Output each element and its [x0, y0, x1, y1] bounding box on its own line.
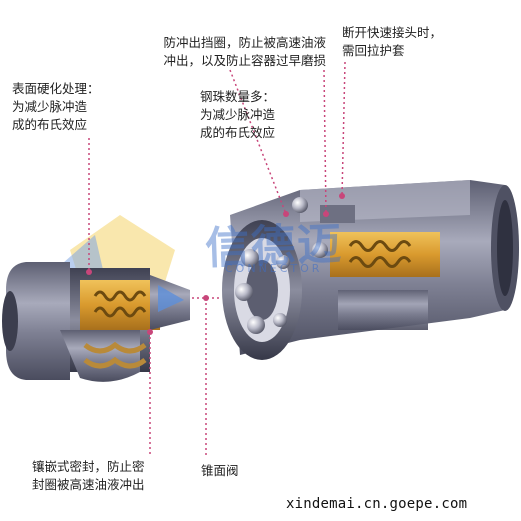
leader-dots [86, 193, 345, 335]
label-anti-flush-ring: 防冲出挡圈，防止被高速油液 冲出，以及防止容器过早磨损 [116, 34, 326, 70]
label-line: 钢珠数量多： [200, 89, 276, 104]
label-embedded-seal: 镶嵌式密封，防止密 封圈被高速油液冲出 [32, 458, 145, 494]
right-coupling [222, 180, 519, 360]
label-surface-hardening: 表面硬化处理： 为减少脉冲造 成的布氏效应 [12, 80, 100, 134]
label-line: 封圈被高速油液冲出 [32, 477, 145, 492]
label-line: 镶嵌式密封，防止密 [32, 459, 145, 474]
left-coupling [2, 262, 190, 382]
watermark-subtitle: CONNECTOR [225, 262, 323, 275]
label-line: 为减少脉冲造 [200, 107, 276, 122]
label-line: 防冲出挡圈，防止被高速油液 [163, 35, 326, 50]
label-line: 断开快速接头时， [342, 25, 443, 40]
label-line: 冲出，以及防止容器过早磨损 [163, 53, 326, 68]
label-steel-balls: 钢珠数量多： 为减少脉冲造 成的布氏效应 [200, 88, 275, 142]
label-line: 成的布氏效应 [12, 117, 88, 132]
label-cone-valve: 锥面阀 [201, 462, 239, 480]
label-disconnect-sleeve: 断开快速接头时， 需回拉护套 [342, 24, 442, 60]
source-url: xindemai.cn.goepe.com [286, 496, 468, 512]
label-line: 为减少脉冲造 [12, 99, 88, 114]
label-line: 锥面阀 [201, 463, 239, 478]
leader-lines [88, 61, 346, 458]
label-line: 成的布氏效应 [200, 125, 276, 140]
label-line: 表面硬化处理： [12, 81, 100, 96]
label-line: 需回拉护套 [342, 43, 405, 58]
